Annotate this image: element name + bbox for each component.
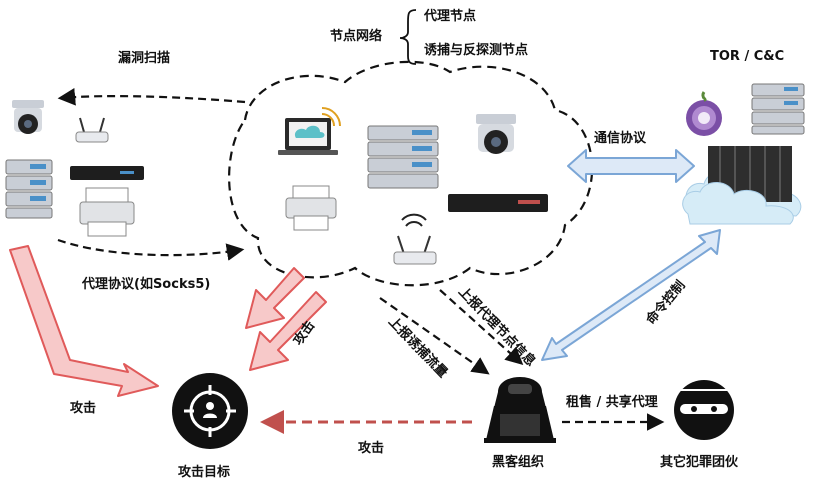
cloud-camera-icon [476,114,516,154]
cloud-router-icon [393,213,437,265]
proxy-arrow [57,238,245,261]
node-type-proxy: 代理节点 [423,8,476,24]
node-type-trap: 诱捕与反探测节点 [424,42,528,58]
cloud-nvr-icon [448,194,548,212]
attack-label-left: 攻击 [70,400,96,416]
tor-onion-icon [686,91,722,136]
report-proxy-label: 上报代理节点信息 [455,284,539,370]
criminal-gang-icon [674,380,734,440]
node-network-title: 节点网络 [330,28,382,44]
node-type-brace [399,9,417,65]
left-camera-icon [12,100,44,134]
tor-cc-label: TOR / C&C [710,49,784,64]
attack-label-hacker: 攻击 [358,440,384,456]
rent-share-label: 租售 / 共享代理 [566,394,658,410]
hacker-icon [484,377,556,443]
hacker-group-label: 黑客组织 [492,454,544,470]
left-printer-icon [79,187,135,237]
proxy-protocol-label: 代理协议(如Socks5) [81,276,210,292]
cloud-attack-arrow-2 [249,291,327,371]
report-proxy-arrow [439,289,524,365]
node-network-cloud [228,60,594,287]
comm-protocol-label: 通信协议 [594,130,647,146]
cc-server-icon [751,83,805,135]
cloud-laptop-icon [278,107,341,155]
cloud-attack-arrow-1 [245,267,305,329]
datacenter-cloud-icon [682,146,802,225]
criminal-gang-label: 其它犯罪团伙 [660,454,739,470]
left-server-icon [5,159,53,219]
command-control-arrow [541,229,721,361]
report-trap-arrow [379,297,490,375]
left-nvr-icon [70,166,144,180]
cloud-printer-icon [285,185,337,231]
cloud-server-icon [367,125,439,189]
attack-target-icon [172,373,248,449]
comm-protocol-arrow [567,149,695,183]
left-attack-arrow [9,245,159,397]
attack-target-label: 攻击目标 [178,464,230,480]
scan-arrow [57,88,246,106]
left-router-icon [75,117,109,143]
scan-label: 漏洞扫描 [118,50,170,66]
